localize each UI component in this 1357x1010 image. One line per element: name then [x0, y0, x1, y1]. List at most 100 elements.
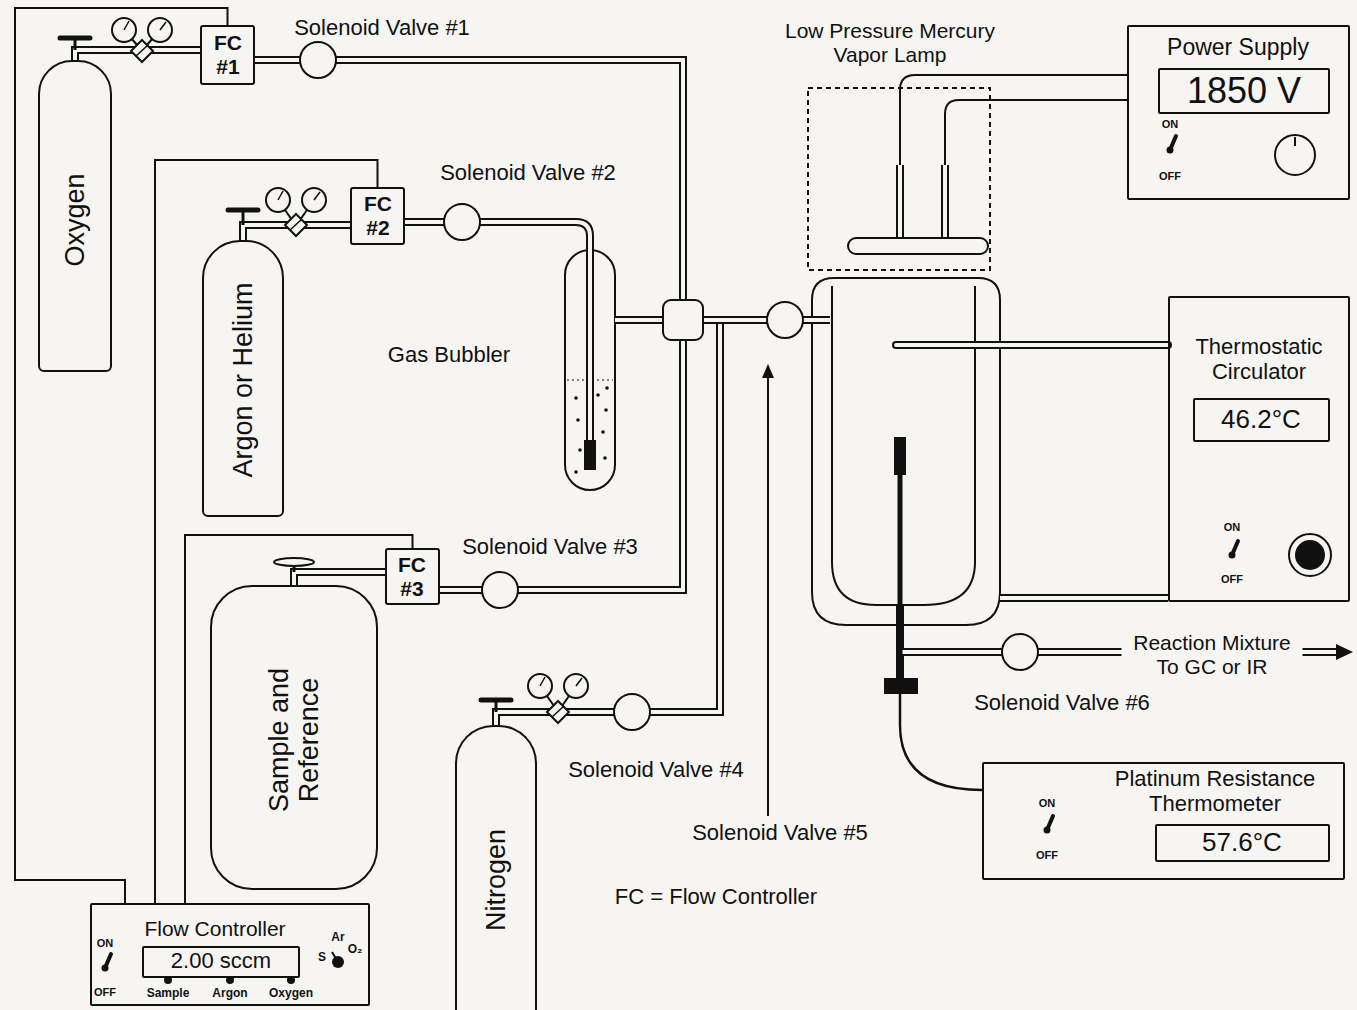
regulator-body	[285, 214, 307, 236]
leader-arrowhead	[762, 364, 774, 378]
toggle-switch	[105, 954, 111, 968]
abbreviation-note: FC = Flow Controller	[612, 885, 820, 910]
flow-controller-box: FC #2	[350, 187, 405, 245]
unit-title: Thermostatic Circulator	[1174, 335, 1344, 384]
valve-stem	[242, 210, 245, 225]
selector-label: S	[318, 951, 326, 964]
tube-bore	[405, 222, 590, 452]
controller-label: FC #1	[214, 31, 242, 78]
bubbler-frit	[584, 440, 596, 470]
outlet-label: Reaction Mixture To GC or IR	[1122, 631, 1303, 678]
lamp-tube	[941, 165, 949, 240]
switch-label: OFF	[1221, 573, 1243, 585]
switch-label: ON	[97, 937, 114, 949]
regulator-mark	[136, 45, 148, 56]
port-label: Sample	[147, 987, 190, 1000]
outlet-arrowhead	[1336, 644, 1353, 660]
valve-wheel	[274, 558, 314, 566]
digital-display: 46.2°C	[1193, 398, 1330, 442]
tank-label: Sample and Reference	[264, 660, 324, 820]
display-value: 46.2°C	[1221, 405, 1301, 434]
switch-label: ON	[1039, 797, 1056, 809]
solenoid-valves	[300, 42, 1038, 730]
probe-head	[894, 437, 906, 475]
valve-symbol	[300, 42, 336, 78]
bubble	[603, 456, 607, 460]
flow-controller-box: FC #1	[200, 25, 255, 85]
regulator-body	[547, 701, 569, 723]
tube-bore	[255, 60, 683, 300]
selector-pointer	[332, 952, 338, 962]
cylinder-label: Oxygen	[60, 173, 90, 266]
pressure-gauge	[528, 674, 552, 698]
part-label: Gas Bubbler	[385, 343, 513, 368]
switch-label: ON	[1224, 521, 1241, 533]
selector-label: Ar	[331, 931, 344, 944]
knob-mark	[1294, 137, 1296, 146]
switch-label: OFF	[1159, 170, 1181, 182]
valve-label: Solenoid Valve #2	[437, 161, 619, 186]
display-value: 2.00 sccm	[171, 949, 271, 974]
gas-cylinder: Argon or Helium	[202, 240, 284, 517]
bubble	[596, 393, 600, 397]
gas-tube	[440, 340, 683, 590]
cylinder-valves	[60, 38, 511, 712]
bubble	[604, 408, 608, 412]
control-knob	[1295, 540, 1325, 570]
tube-bore	[896, 343, 1168, 347]
cylinder-label: Argon or Helium	[228, 282, 258, 477]
lamp-wire	[945, 100, 1127, 165]
control-wire	[155, 160, 378, 903]
thermostatic-circulator: Thermostatic CirculatorON OFF 46.2°C	[1168, 296, 1350, 602]
pressure-gauge	[148, 18, 172, 42]
bubble	[605, 386, 609, 390]
gas-cylinder: Nitrogen	[455, 725, 537, 1010]
valve-label: Solenoid Valve #1	[291, 16, 473, 41]
gas-tube	[496, 324, 720, 725]
cylinder-label: Nitrogen	[481, 829, 511, 931]
valve-symbol	[482, 572, 518, 608]
switch-label: ON	[1162, 118, 1179, 130]
pressure-gauge	[302, 188, 326, 212]
coolant-tube	[1000, 594, 1168, 602]
tube-bore	[943, 165, 947, 240]
valve-label: Solenoid Valve #5	[689, 821, 871, 846]
vessel-inner	[832, 286, 975, 605]
gas-tank: Sample and Reference	[210, 585, 378, 890]
lamp-wire	[900, 75, 1127, 165]
gauge-needle	[540, 677, 545, 686]
tube-bore	[294, 572, 385, 585]
digital-display: 2.00 sccm	[142, 946, 300, 978]
flow-controller-box: FC #3	[385, 548, 440, 605]
gauge-needle	[314, 192, 320, 200]
display-value: 57.6°C	[1202, 828, 1282, 857]
pressure-gauge	[564, 674, 588, 698]
lamp-label: Low Pressure Mercury Vapor Lamp	[770, 19, 1011, 66]
unit-title: Flow Controller	[144, 917, 285, 941]
digital-display: 57.6°C	[1155, 824, 1330, 862]
gauge-needle	[160, 22, 166, 30]
bubble	[574, 396, 578, 400]
gas-line	[294, 572, 385, 585]
tube-bore	[496, 324, 720, 725]
regulators	[112, 18, 588, 723]
valve-symbol	[1002, 634, 1038, 670]
probe-fitting	[884, 678, 918, 694]
lamp-bar	[848, 238, 988, 254]
tube-bores	[255, 60, 1338, 725]
controller-label: FC #2	[364, 192, 392, 239]
bubble	[576, 418, 580, 422]
cross-junction	[663, 300, 703, 340]
valve-stem	[74, 38, 77, 50]
valve-label: Solenoid Valve #6	[971, 691, 1153, 716]
bubble	[601, 430, 605, 434]
tube-bore	[440, 340, 683, 590]
gauge-needle	[576, 678, 582, 686]
power-supply: Power SupplyONOFF1850 V	[1127, 25, 1350, 200]
gas-tube	[615, 316, 663, 324]
bubble	[574, 470, 578, 474]
bubble	[578, 448, 582, 452]
tube-walls	[255, 60, 1338, 725]
tube-bore	[1000, 596, 1168, 600]
reaction-vessel	[808, 88, 1000, 625]
